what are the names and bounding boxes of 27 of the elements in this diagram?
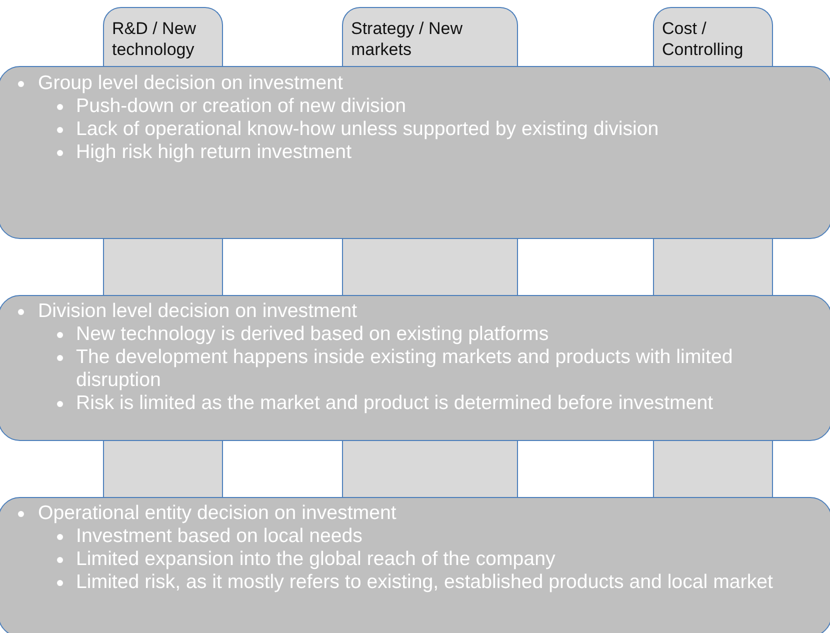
bullet-text: Group level decision on investment <box>38 72 343 94</box>
bullet-text: Limited expansion into the global reach of the company <box>76 548 556 570</box>
column-segment <box>103 238 223 296</box>
bullet-text: The development happens inside existing markets and products with limited disruption <box>76 346 733 391</box>
bullet-text: Investment based on local needs <box>76 525 362 547</box>
column-tab <box>653 7 773 68</box>
bullet-text: High risk high return investment <box>76 141 352 163</box>
column-heading: R&D / New technology <box>112 18 198 60</box>
bullet-text: Risk is limited as the market and product is determined before investment <box>76 392 714 414</box>
column-heading: Strategy / New markets <box>351 18 464 60</box>
bullet-text: Division level decision on investment <box>38 300 358 322</box>
column-heading: Cost / Controlling <box>662 18 744 60</box>
level-band <box>0 66 830 239</box>
column-segment <box>653 238 773 296</box>
column-segment <box>342 440 518 498</box>
bullet-text: Operational entity decision on investment <box>38 502 396 524</box>
column-segment <box>342 238 518 296</box>
column-segment <box>103 440 223 498</box>
column-segment <box>653 440 773 498</box>
level-band <box>0 497 830 633</box>
level-band <box>0 295 830 441</box>
bullet-text: Lack of operational know-how unless supported by existing division <box>76 118 659 140</box>
column-tab <box>103 7 223 68</box>
bullet-text: New technology is derived based on existing platforms <box>76 323 549 345</box>
bullet-text: Push-down or creation of new division <box>76 95 406 117</box>
bullet-text: Limited risk, as it mostly refers to existing, established products and local market <box>76 571 773 593</box>
column-tab <box>342 7 518 68</box>
